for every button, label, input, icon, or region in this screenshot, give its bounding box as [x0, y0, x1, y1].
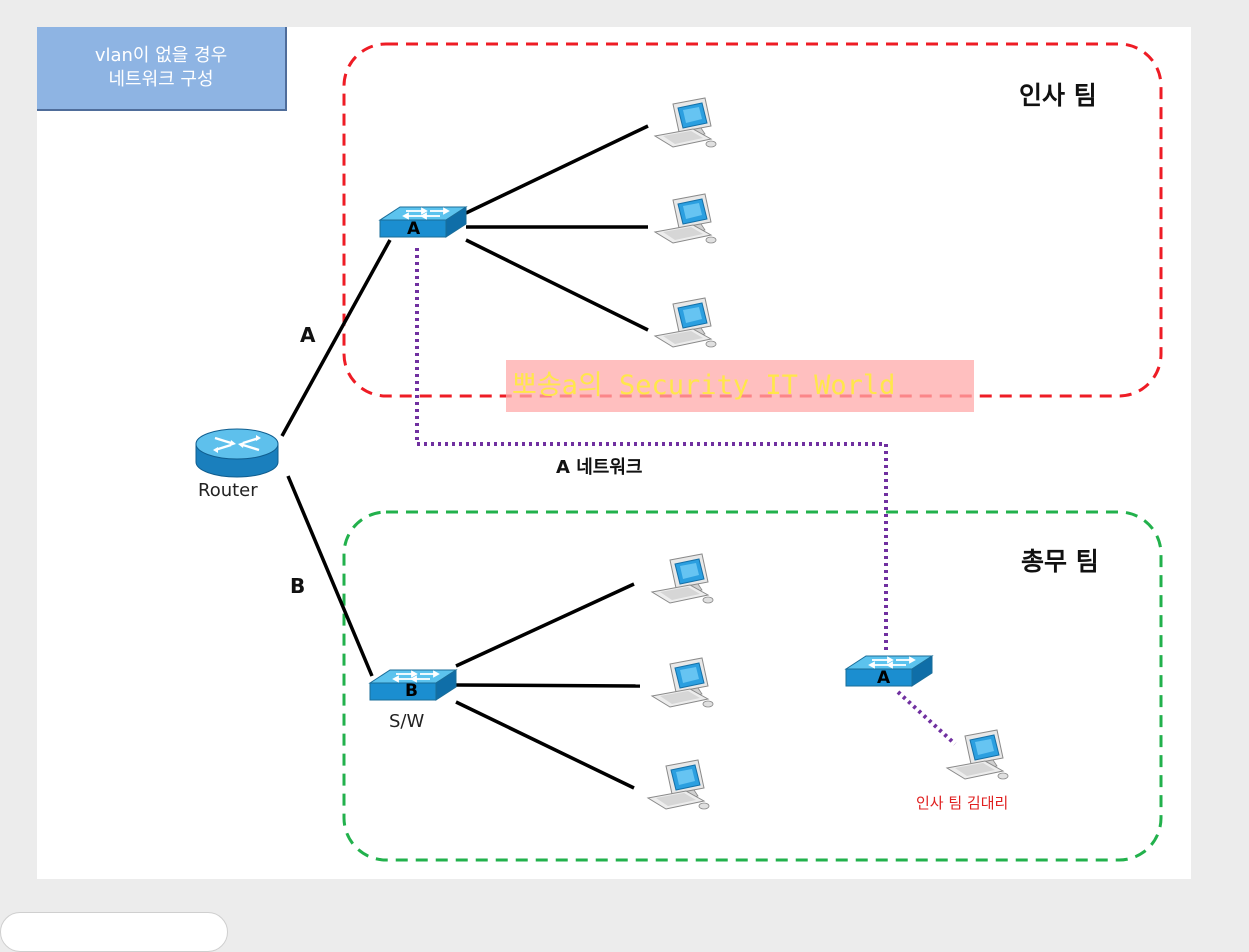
computer-icon: [654, 297, 717, 348]
router-label: Router: [198, 480, 258, 501]
computer-icon: [654, 193, 717, 244]
link-switch-a-pc1: [465, 124, 649, 215]
computer-icon: [651, 553, 714, 604]
switch-b-icon: B: [369, 669, 457, 701]
general-team-label: 총무 팀: [1021, 547, 1099, 576]
computer-icon: [946, 729, 1009, 780]
switch-a-icon: A: [379, 206, 467, 239]
computer-icon: [651, 657, 714, 708]
link-b-label: B: [290, 574, 306, 598]
switch-remote-icon: A: [845, 655, 933, 688]
network-diagram: A B A: [195, 42, 1163, 862]
diagram-title-box: vlan이 없을 경우 네트워크 구성: [37, 27, 287, 111]
link-switch-a-pc3: [465, 238, 649, 332]
title-line-2: 네트워크 구성: [108, 69, 214, 90]
link-a-label: A: [300, 323, 316, 347]
hr-team-boundary: [342, 42, 1163, 398]
a-network-label: A 네트워크: [556, 457, 643, 478]
link-switch-b-pc3: [455, 700, 635, 790]
general-team-boundary: [342, 510, 1163, 862]
watermark: 뽀송a의 Security IT World: [506, 360, 974, 412]
link-router-to-switch-b: [286, 475, 374, 677]
bottom-pill-button[interactable]: [0, 912, 228, 952]
switch-remote-letter: A: [877, 668, 891, 688]
computer-icon: [647, 759, 710, 810]
switch-b-label: S/W: [389, 711, 425, 732]
title-line-1: vlan이 없을 경우: [94, 45, 228, 66]
switch-b-letter: B: [405, 681, 418, 701]
link-switch-b-pc2: [455, 683, 641, 688]
remote-user-label: 인사 팀 김대리: [916, 794, 1009, 812]
a-network-extension-link: [415, 248, 888, 654]
link-router-to-switch-a: [280, 239, 392, 437]
remote-switch-to-pc-link: [896, 690, 957, 746]
computer-icon: [654, 97, 717, 148]
switch-a-letter: A: [407, 219, 421, 239]
link-switch-b-pc1: [455, 582, 635, 668]
router-icon: [195, 428, 279, 478]
hr-team-label: 인사 팀: [1019, 81, 1097, 110]
